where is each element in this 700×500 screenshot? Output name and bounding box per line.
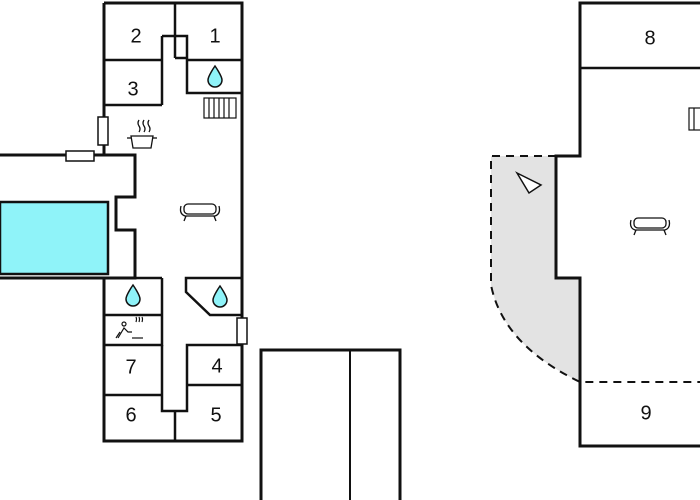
cooking-pot-icon	[127, 119, 157, 149]
room-label-5: 5	[210, 404, 221, 426]
radiator-icon	[688, 107, 700, 131]
room-label-9: 9	[640, 402, 651, 424]
room-label-3: 3	[127, 78, 138, 100]
door-icon	[65, 150, 95, 162]
sauna-icon	[115, 316, 144, 339]
door-icon	[97, 116, 109, 146]
interior-walls-lower	[104, 276, 244, 441]
annex-building	[554, 1, 700, 448]
pool-annex-walls	[0, 153, 137, 280]
room-label-4: 4	[211, 355, 222, 377]
room-label-6: 6	[125, 404, 136, 426]
water-drop-icon	[212, 284, 228, 308]
interior-walls-upper	[104, 3, 242, 107]
pool	[0, 200, 110, 276]
room-label-8: 8	[644, 27, 655, 49]
room-label-2: 2	[130, 25, 141, 47]
water-drop-icon	[207, 64, 223, 88]
carport	[259, 348, 402, 500]
water-drop-icon	[125, 283, 141, 307]
sofa-icon	[629, 217, 671, 236]
room-label-1: 1	[209, 25, 220, 47]
radiator-icon	[203, 97, 237, 119]
sofa-icon	[179, 203, 221, 222]
door-icon	[236, 317, 248, 345]
room-label-7: 7	[125, 356, 136, 378]
fireplace-icon	[515, 171, 543, 195]
terrace	[491, 156, 580, 382]
annex-outer-walls	[554, 1, 700, 448]
